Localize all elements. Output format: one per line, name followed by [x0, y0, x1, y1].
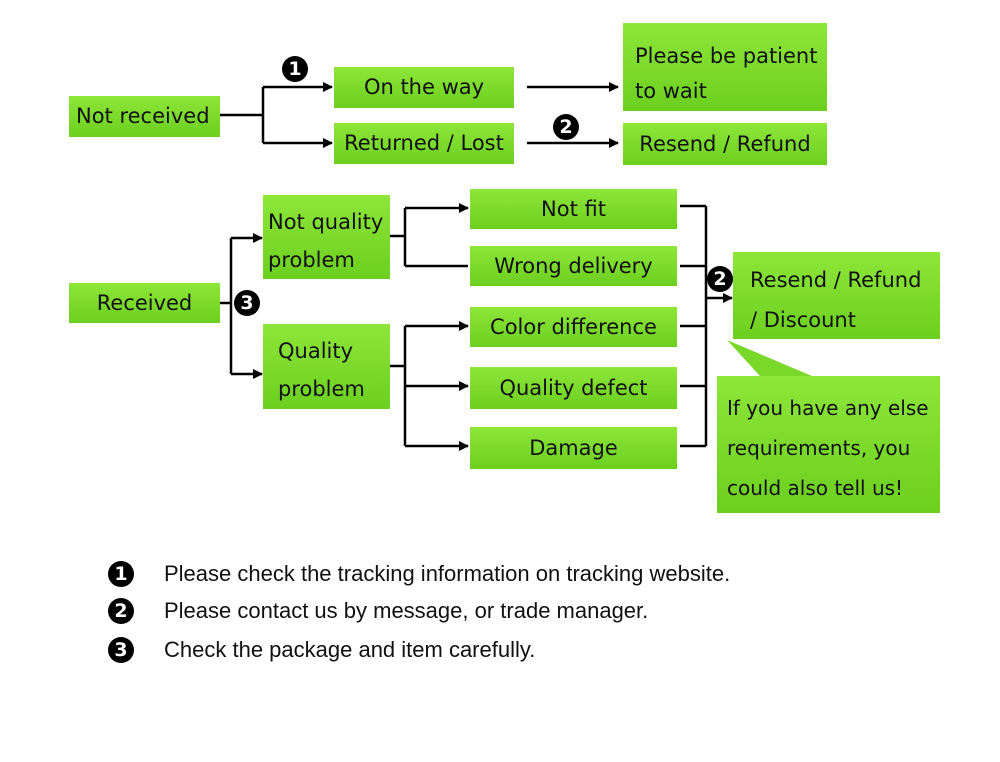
marker-two: 2: [707, 266, 733, 292]
node-label-line: / Discount: [750, 308, 856, 332]
node-label-line: to wait: [635, 79, 707, 103]
node-color-difference: Color difference: [470, 307, 677, 347]
node-resend-refund: Resend / Refund: [623, 123, 827, 165]
legend-text: Check the package and item carefully.: [164, 637, 536, 662]
callout-line: requirements, you: [727, 436, 911, 460]
node-label-line: problem: [278, 377, 365, 401]
callout-pointer: [727, 340, 812, 376]
node-label-line: Please be patient: [635, 44, 818, 68]
marker-two: 2: [553, 114, 579, 140]
node-not-received: Not received: [69, 96, 220, 137]
node-resend-refund-discount: Resend / Refund / Discount: [733, 252, 940, 339]
node-label: Received: [96, 290, 193, 315]
legend-marker: 3: [108, 637, 134, 663]
node-returned-lost: Returned / Lost: [334, 123, 514, 164]
node-label: Wrong delivery: [494, 253, 653, 278]
legend-item: 2 Please contact us by message, or trade…: [108, 596, 648, 626]
legend-item: 1 Please check the tracking information …: [108, 559, 730, 589]
node-damage: Damage: [470, 427, 677, 469]
node-label: Returned / Lost: [344, 131, 504, 156]
callout-note: If you have any else requirements, you c…: [717, 376, 940, 513]
node-label: Quality defect: [499, 375, 648, 400]
legend-marker: 1: [108, 561, 134, 587]
legend-marker: 2: [108, 598, 134, 624]
node-be-patient: Please be patient to wait: [623, 23, 827, 111]
node-quality-problem: Quality problem: [263, 324, 390, 409]
legend-text: Please check the tracking information on…: [164, 561, 731, 586]
callout-line: could also tell us!: [727, 476, 904, 500]
node-label: On the way: [363, 75, 485, 100]
legend-text: Please contact us by message, or trade m…: [164, 598, 649, 623]
node-label-line: Quality: [278, 339, 354, 363]
callout-line: If you have any else: [727, 396, 929, 420]
node-wrong-delivery: Wrong delivery: [470, 246, 677, 286]
node-label-line: Resend / Refund: [750, 268, 922, 292]
marker-one: 1: [282, 56, 308, 82]
node-label: Not fit: [541, 196, 606, 221]
node-not-fit: Not fit: [470, 189, 677, 229]
node-label: Color difference: [490, 314, 657, 339]
node-received: Received: [69, 283, 220, 323]
node-quality-defect: Quality defect: [470, 367, 677, 409]
node-label: Damage: [529, 435, 618, 460]
node-label-line: Not quality: [268, 210, 384, 234]
node-not-quality-problem: Not quality problem: [263, 195, 390, 279]
node-on-the-way: On the way: [334, 67, 514, 108]
marker-three: 3: [234, 290, 260, 316]
node-label: Not received: [76, 104, 210, 129]
node-label-line: problem: [268, 248, 355, 272]
legend-item: 3 Check the package and item carefully.: [108, 635, 535, 665]
node-label: Resend / Refund: [639, 131, 811, 156]
